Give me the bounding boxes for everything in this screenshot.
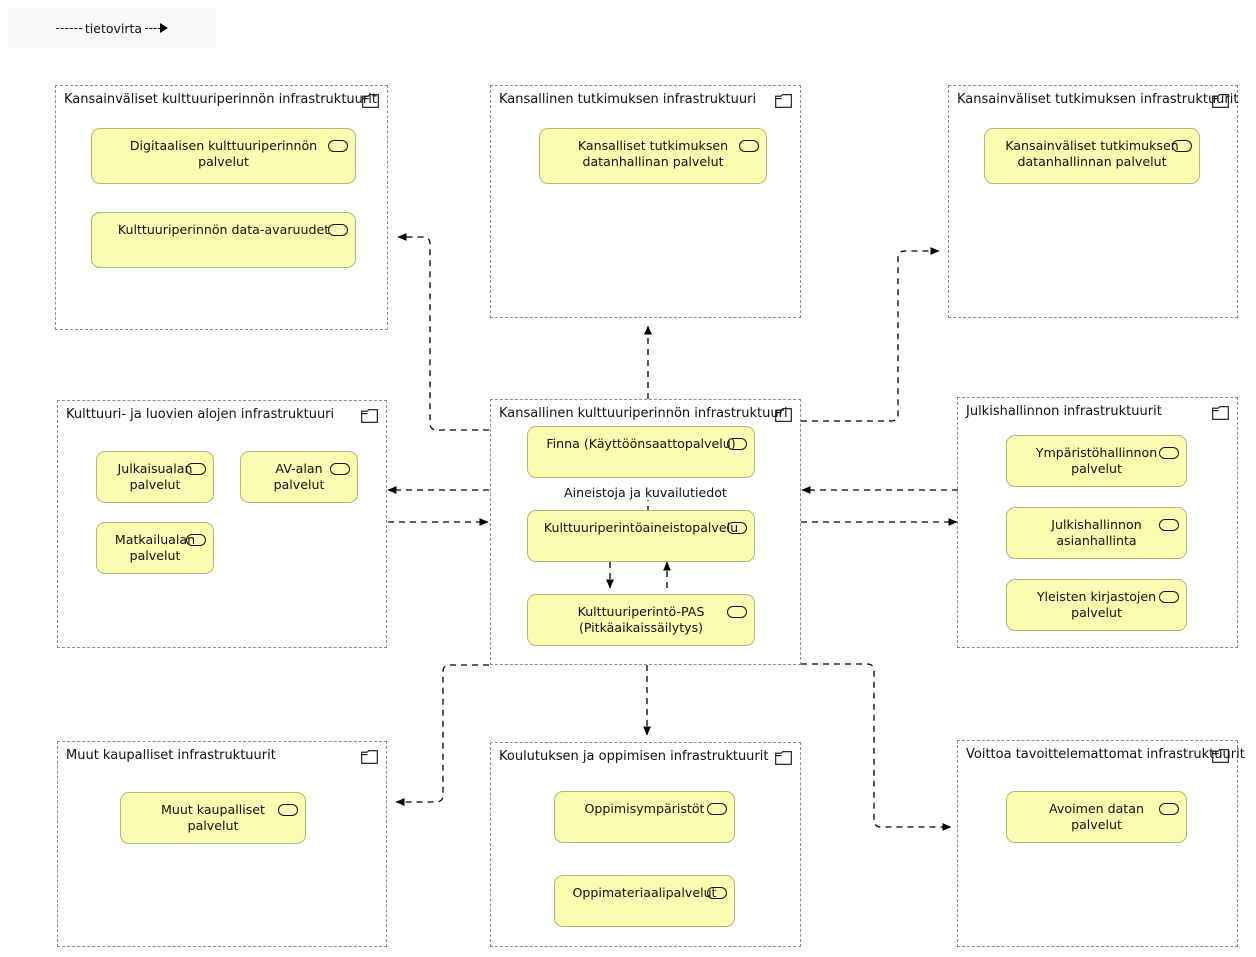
node-muut-kaupalliset-palvelut[interactable]: Muut kaupalliset palvelut xyxy=(120,792,306,844)
group-title: Kansainväliset tutkimuksen infrastruktuu… xyxy=(957,92,1239,107)
legend: tietovirta xyxy=(8,8,216,48)
application-service-icon xyxy=(278,804,298,816)
application-service-icon xyxy=(186,534,206,546)
application-service-icon xyxy=(1172,140,1192,152)
node-kulttuuriperinnon-data-avaruudet[interactable]: Kulttuuriperinnön data-avaruudet xyxy=(91,212,356,268)
edge-central-to-kv-kulttuuriperinto xyxy=(397,233,489,431)
node-julkaisualan-palvelut[interactable]: Julkaisualan palvelut xyxy=(96,451,214,503)
legend-label: tietovirta xyxy=(84,20,143,36)
node-label: Ympäristöhallinnon palvelut xyxy=(1035,445,1158,476)
node-label: Kulttuuriperintö-PAS (Pitkäaikaissäilyty… xyxy=(577,604,705,635)
group-voittoa-tavoittelemattomat[interactable]: Voittoa tavoittelemattomat infrastruktuu… xyxy=(957,740,1245,947)
group-kv-tutkimus[interactable]: Kansainväliset tutkimuksen infrastruktuu… xyxy=(948,85,1238,318)
folder-icon xyxy=(775,94,792,108)
node-label: Julkishallinnon asianhallinta xyxy=(1051,517,1142,548)
application-service-icon xyxy=(707,887,727,899)
group-koulutus-oppiminen[interactable]: Koulutuksen ja oppimisen infrastruktuuri… xyxy=(490,742,801,947)
node-matkailualan-palvelut[interactable]: Matkailualan palvelut xyxy=(96,522,214,574)
legend-arrowhead-icon xyxy=(160,23,169,33)
edge-central-to-kv-tutkimus xyxy=(801,247,940,422)
application-service-icon xyxy=(727,438,747,450)
application-service-icon xyxy=(186,463,206,475)
group-muut-kaupalliset[interactable]: Muut kaupalliset infrastruktuurit Muut k… xyxy=(57,741,387,947)
folder-icon xyxy=(361,409,378,423)
node-label: Oppimateriaalipalvelut xyxy=(572,885,717,900)
node-label: Kansainväliset tutkimuksen datanhallinna… xyxy=(1005,138,1179,169)
node-julkishallinnon-asianhallinta[interactable]: Julkishallinnon asianhallinta xyxy=(1006,507,1187,559)
node-label: Oppimisympäristöt xyxy=(584,801,705,816)
folder-icon xyxy=(1212,749,1229,763)
node-label: Kulttuuriperinnön data-avaruudet xyxy=(117,222,330,237)
legend-dash-right-icon xyxy=(145,27,162,29)
group-title: Voittoa tavoittelemattomat infrastruktuu… xyxy=(966,747,1245,762)
edge-central-to-muut-kaupalliset xyxy=(395,664,489,806)
group-title: Kansallinen tutkimuksen infrastruktuuri xyxy=(499,92,757,107)
group-julkishallinto[interactable]: Julkishallinnon infrastruktuurit Ympäris… xyxy=(957,397,1238,648)
group-title: Kansainväliset kulttuuriperinnön infrast… xyxy=(64,92,377,107)
group-kansallinen-tutkimus[interactable]: Kansallinen tutkimuksen infrastruktuuri … xyxy=(490,85,801,318)
node-label: Matkailualan palvelut xyxy=(114,532,196,563)
folder-icon xyxy=(1212,94,1229,108)
node-label: Kulttuuriperintöaineistopalvelu xyxy=(543,520,739,535)
group-title: Kansallinen kulttuuriperinnön infrastruk… xyxy=(499,406,788,421)
application-service-icon xyxy=(1159,519,1179,531)
application-service-icon xyxy=(739,140,759,152)
node-label: Muut kaupalliset palvelut xyxy=(161,802,265,833)
node-finna-kayttoonsaattopalvelu[interactable]: Finna (Käyttöönsaattopalvelu) xyxy=(527,426,755,478)
group-kulttuuri-luovat-alat[interactable]: Kulttuuri- ja luovien alojen infrastrukt… xyxy=(57,400,387,648)
application-service-icon xyxy=(328,224,348,236)
node-kansalliset-tutkimuksen-datanhallinan-palvelut[interactable]: Kansalliset tutkimuksen datanhallinan pa… xyxy=(539,128,767,184)
application-service-icon xyxy=(1159,591,1179,603)
node-av-alan-palvelut[interactable]: AV-alan palvelut xyxy=(240,451,358,503)
folder-icon xyxy=(1212,406,1229,420)
application-service-icon xyxy=(1159,447,1179,459)
group-title: Muut kaupalliset infrastruktuurit xyxy=(66,748,276,763)
group-title: Koulutuksen ja oppimisen infrastruktuuri… xyxy=(499,749,769,764)
node-yleisten-kirjastojen-palvelut[interactable]: Yleisten kirjastojen palvelut xyxy=(1006,579,1187,631)
folder-icon xyxy=(775,408,792,422)
application-service-icon xyxy=(330,463,350,475)
node-label: Avoimen datan palvelut xyxy=(1049,801,1144,832)
application-service-icon xyxy=(707,803,727,815)
node-label: AV-alan palvelut xyxy=(273,461,325,492)
folder-icon xyxy=(775,751,792,765)
node-label: Digitaalisen kulttuuriperinnön palvelut xyxy=(129,138,318,169)
group-title: Kulttuuri- ja luovien alojen infrastrukt… xyxy=(66,407,335,422)
edge-label-aineistoja-ja-kuvailutiedot: Aineistoja ja kuvailutiedot xyxy=(562,485,729,500)
application-service-icon xyxy=(328,140,348,152)
node-digitaalisen-kulttuuriperinnon-palvelut[interactable]: Digitaalisen kulttuuriperinnön palvelut xyxy=(91,128,356,184)
node-label: Yleisten kirjastojen palvelut xyxy=(1036,589,1157,620)
node-oppimateriaalipalvelut[interactable]: Oppimateriaalipalvelut xyxy=(554,875,735,927)
node-kansainvaliset-tutkimuksen-datanhallinnan-palvelut[interactable]: Kansainväliset tutkimuksen datanhallinna… xyxy=(984,128,1200,184)
application-service-icon xyxy=(727,606,747,618)
node-oppimisymparistot[interactable]: Oppimisympäristöt xyxy=(554,791,735,843)
node-kulttuuriperinto-pas[interactable]: Kulttuuriperintö-PAS (Pitkäaikaissäilyty… xyxy=(527,594,755,646)
node-label: Kansalliset tutkimuksen datanhallinan pa… xyxy=(577,138,729,169)
group-kv-kulttuuriperinto[interactable]: Kansainväliset kulttuuriperinnön infrast… xyxy=(55,85,388,330)
node-label: Julkaisualan palvelut xyxy=(117,461,193,492)
group-title: Julkishallinnon infrastruktuurit xyxy=(966,404,1162,419)
legend-dash-left-icon xyxy=(55,27,82,29)
folder-icon xyxy=(361,750,378,764)
node-label: Finna (Käyttöönsaattopalvelu) xyxy=(546,436,736,451)
application-service-icon xyxy=(727,522,747,534)
folder-icon xyxy=(362,94,379,108)
node-ymparistohallinnon-palvelut[interactable]: Ympäristöhallinnon palvelut xyxy=(1006,435,1187,487)
application-service-icon xyxy=(1159,803,1179,815)
edge-central-to-voittoa-tavoittelemattomat xyxy=(801,663,952,831)
group-kansallinen-kulttuuriperinto[interactable]: Kansallinen kulttuuriperinnön infrastruk… xyxy=(490,399,801,665)
node-kulttuuriperintoaineistopalvelu[interactable]: Kulttuuriperintöaineistopalvelu xyxy=(527,510,755,562)
node-avoimen-datan-palvelut[interactable]: Avoimen datan palvelut xyxy=(1006,791,1187,843)
